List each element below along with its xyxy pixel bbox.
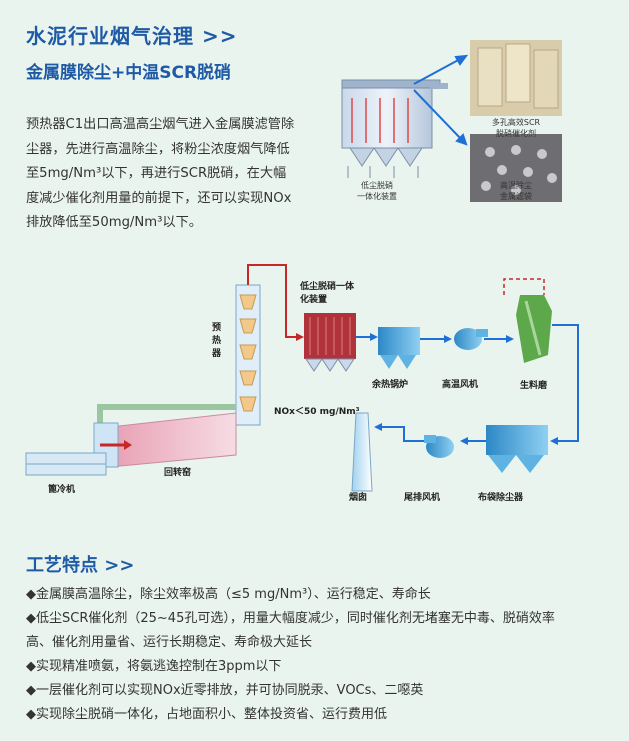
feature-item: ◆金属膜高温除尘，除尘效率极高（≤5 mg/Nm³）、运行稳定、寿命长 xyxy=(26,587,431,602)
tail-fan xyxy=(424,435,454,458)
pointer-arrows xyxy=(413,54,469,146)
intro-line: 尘器，先进行高温除尘，将粉尘浓度烟气降低 xyxy=(26,141,290,157)
feature-item: ◆低尘SCR催化剂（25~45孔可选），用量大幅度减少，同时催化剂无堵塞无中毒、… xyxy=(26,611,555,626)
raw-mill-label: 生料磨 xyxy=(520,381,548,391)
fan-to-chimney-line xyxy=(380,426,424,442)
hot-fan xyxy=(454,328,488,350)
intro-line: 预热器C1出口高温高尘烟气进入金属膜滤管除 xyxy=(26,117,295,132)
page-title: 水泥行业烟气治理 >> xyxy=(26,24,238,48)
flue-gas-line xyxy=(247,264,298,338)
nox-note: NOx＜50 mg/Nm³ xyxy=(274,407,360,417)
intro-line: 排放降低至50mg/Nm³以下。 xyxy=(26,215,202,230)
raw-mill xyxy=(516,295,552,363)
intro-paragraph: 预热器C1出口高温高尘烟气进入金属膜滤管除 尘器，先进行高温除尘，将粉尘浓度烟气… xyxy=(26,113,304,236)
bag-filter-label: 布袋除尘器 xyxy=(478,493,524,503)
tertiary-air-duct xyxy=(97,404,236,430)
chimney xyxy=(351,412,373,492)
feature-item: ◆实现除尘脱硝一体化，占地面积小、整体投资省、运行费用低 xyxy=(26,707,387,722)
feature-item: 高、催化剂用量省、运行长期稳定、寿命极大延长 xyxy=(26,635,313,650)
filter-caption: 高温除尘 金属滤袋 xyxy=(500,181,532,201)
preheater-label: 预 热 器 xyxy=(212,323,222,359)
catalyst-caption: 多孔高效SCR 脱硝催化剂 xyxy=(491,118,541,138)
kiln-label: 回转窑 xyxy=(164,468,192,478)
mill-to-bag-line xyxy=(552,324,579,442)
feature-item: ◆一层催化剂可以实现NOx近零排放，并可协同脱汞、VOCs、二噁英 xyxy=(26,683,424,698)
intro-line: 至5mg/Nm³以下，再进行SCR脱硝，在大幅 xyxy=(26,166,287,181)
cooler-label: 篦冷机 xyxy=(48,485,76,495)
process-flow-diagram xyxy=(25,264,579,492)
waste-heat-boiler xyxy=(378,327,420,369)
integrated-unit-drawing xyxy=(341,79,448,178)
metal-filter-photo xyxy=(470,134,562,202)
bag-filter xyxy=(486,425,548,473)
boiler-label: 余热锅炉 xyxy=(372,380,409,390)
scr-integrated-unit xyxy=(304,313,356,372)
feature-item: ◆实现精准喷氨，将氨逃逸控制在3ppm以下 xyxy=(26,659,282,674)
chimney-label: 烟囱 xyxy=(349,493,368,503)
preheater-tower xyxy=(235,284,261,426)
features-title: 工艺特点 >> xyxy=(26,555,135,576)
bypass-dashed-line xyxy=(503,278,545,295)
catalyst-photo xyxy=(470,40,562,116)
features-list: ◆金属膜高温除尘，除尘效率极高（≤5 mg/Nm³）、运行稳定、寿命长 ◆低尘S… xyxy=(26,583,606,727)
hot-fan-label: 高温风机 xyxy=(442,380,479,390)
rotary-kiln xyxy=(93,412,237,468)
integrated-unit-label: 低尘脱硝一体 化装置 xyxy=(300,282,355,305)
intro-line: 度减少催化剂用量的前提下，还可以实现NOx xyxy=(26,190,292,206)
device-figure xyxy=(341,40,562,202)
tail-fan-label: 尾排风机 xyxy=(404,493,441,503)
grate-cooler xyxy=(25,452,107,476)
page-subtitle: 金属膜除尘+中温SCR脱硝 xyxy=(26,63,232,83)
device-caption: 低尘脱硝 一体化装置 xyxy=(357,181,397,201)
